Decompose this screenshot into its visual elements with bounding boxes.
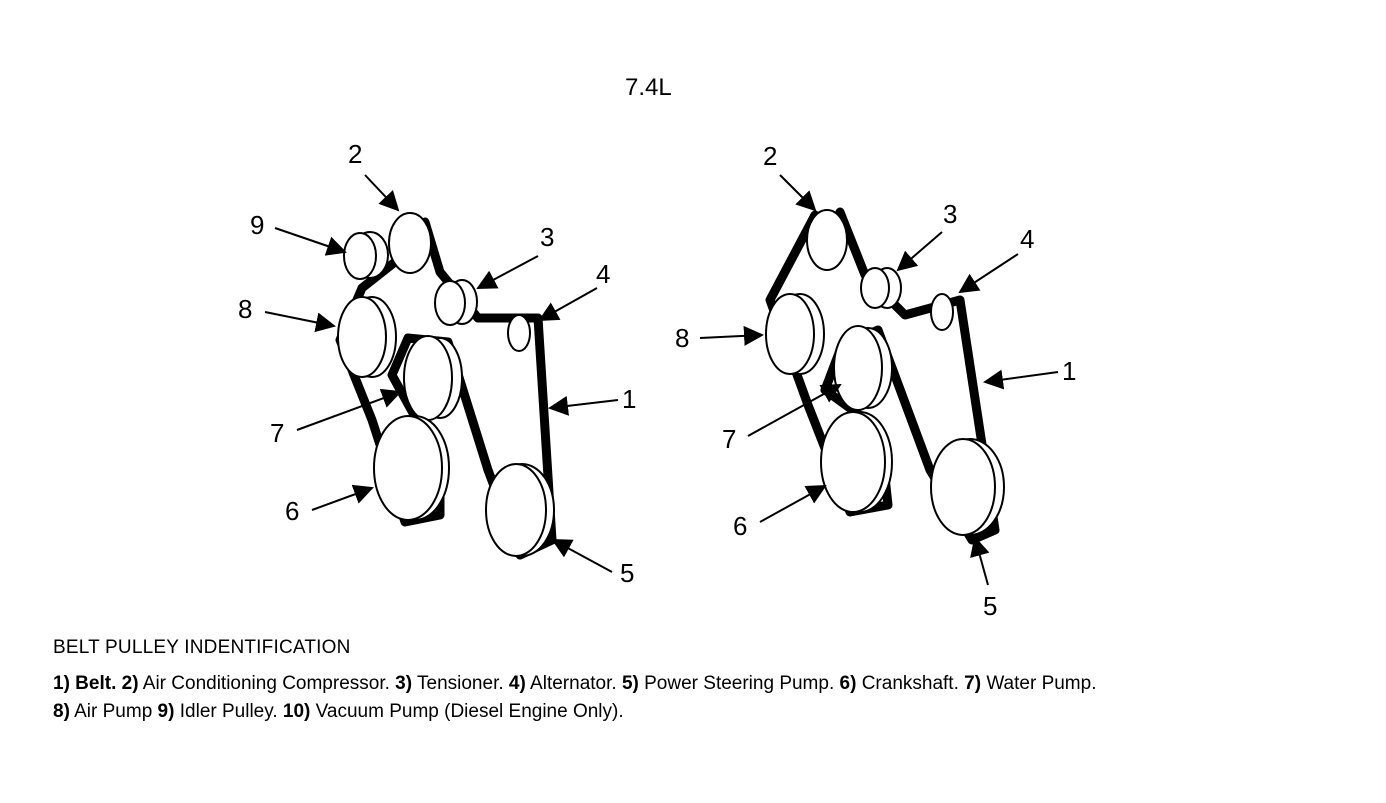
caption-text-7: Water Pump. [981, 673, 1097, 694]
caption-text-10: Vacuum Pump (Diesel Engine Only). [310, 701, 624, 722]
right-label-6: 6 [733, 511, 747, 541]
caption-num-6: 6) [834, 673, 857, 694]
right-label-4: 4 [1020, 224, 1034, 254]
caption-num-3: 3) [389, 673, 413, 694]
caption-text-6: Crankshaft. [856, 673, 959, 694]
right-pulley-6-crankshaft [820, 411, 893, 513]
caption-num-9: 9) [152, 701, 175, 722]
left-label-6: 6 [285, 496, 299, 526]
left-pulley-9-idler [343, 231, 389, 280]
caption-num-4: 4) [503, 673, 526, 694]
left-label-8: 8 [238, 294, 252, 324]
left-label-5: 5 [620, 558, 634, 588]
caption-line-2: 8) Air Pump 9) Idler Pulley. 10) Vacuum … [53, 701, 624, 723]
right-pulley-7-water-pump [833, 325, 893, 411]
right-label-5: 5 [983, 591, 997, 621]
right-label-2: 2 [763, 141, 777, 171]
left-label-7: 7 [270, 418, 284, 448]
left-pulley-5-power-steering [485, 463, 555, 557]
right-belt-diagram: 2 3 4 8 1 7 6 5 [675, 141, 1076, 621]
left-pulley-2-ac-compressor [388, 212, 432, 274]
caption-heading: BELT PULLEY INDENTIFICATION [53, 637, 351, 658]
caption-num-5: 5) [616, 673, 639, 694]
right-pulley-5-power-steering [930, 438, 1005, 536]
right-label-1: 1 [1062, 356, 1076, 386]
caption-num-10: 10) [277, 701, 311, 722]
left-label-3: 3 [540, 222, 554, 252]
right-label-7: 7 [722, 424, 736, 454]
left-pulley-8-air-pump [337, 296, 397, 378]
right-pulley-4-alternator [930, 293, 954, 331]
left-label-9: 9 [250, 210, 264, 240]
caption-num-7: 7) [958, 673, 982, 694]
right-label-8: 8 [675, 323, 689, 353]
left-label-1: 1 [622, 384, 636, 414]
right-pulley-8-air-pump [765, 293, 825, 375]
left-pulley-3-tensioner [434, 279, 478, 326]
caption-text-3: Tensioner. [412, 673, 504, 694]
caption-text-2: Air Conditioning Compressor. [138, 673, 390, 694]
left-pulley-4-alternator [507, 314, 531, 352]
right-pulley-3-tensioner [860, 267, 902, 309]
right-label-3: 3 [943, 199, 957, 229]
caption-num-2: 2) [116, 673, 139, 694]
right-pulley-2-ac-compressor [806, 209, 848, 271]
caption-line-1: 1) Belt. 2) Air Conditioning Compressor.… [53, 673, 1097, 695]
caption-text-8: Air Pump [69, 701, 153, 722]
caption-num-1: 1) [53, 673, 70, 694]
left-pulley-7-water-pump [403, 335, 463, 421]
caption-text-5: Power Steering Pump. [638, 673, 835, 694]
left-belt-diagram: 2 9 3 4 8 1 7 6 5 [238, 139, 636, 588]
caption-text-1: Belt. [69, 673, 117, 694]
left-label-4: 4 [596, 259, 610, 289]
caption-text-9: Idler Pulley. [174, 701, 278, 722]
caption-num-8: 8) [53, 701, 70, 722]
diagram-title: 7.4L [625, 74, 672, 101]
left-label-2: 2 [348, 139, 362, 169]
caption-text-4: Alternator. [525, 673, 617, 694]
left-pulley-6-crankshaft [373, 415, 450, 521]
